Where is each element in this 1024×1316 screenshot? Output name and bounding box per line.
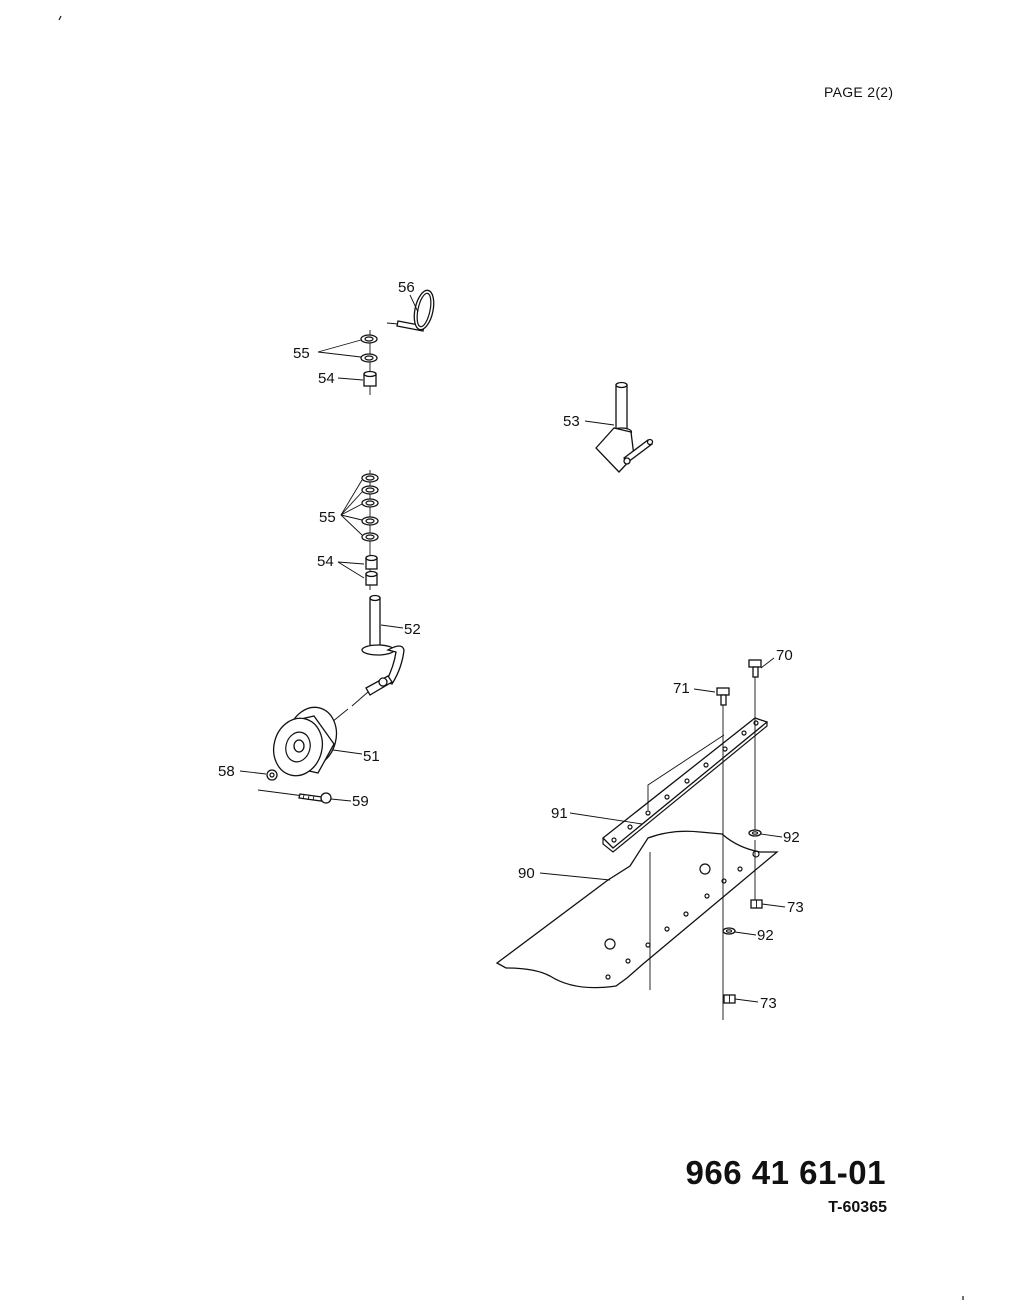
callout-55-upper: 55 — [293, 345, 310, 362]
callout-56: 56 — [398, 279, 415, 296]
callout-54-upper: 54 — [318, 370, 335, 387]
part-92-washer-upper — [748, 829, 762, 837]
part-70-bolt — [748, 659, 762, 678]
part-56-lynch-pin — [386, 289, 435, 332]
callout-53: 53 — [563, 413, 580, 430]
callout-73-upper: 73 — [787, 899, 804, 916]
callout-54-lower: 54 — [317, 553, 334, 570]
part-92-washer-lower — [722, 927, 736, 935]
part-54-bushings-lower — [365, 554, 378, 586]
part-90-blade-plate — [495, 830, 779, 989]
part-73-nut-lower — [723, 994, 736, 1004]
callout-70: 70 — [776, 647, 793, 664]
part-73-nut-upper — [750, 899, 763, 909]
corner-mark-top — [58, 15, 62, 21]
part-55-washers-lower — [361, 473, 379, 542]
part-54-bushing-upper — [363, 370, 377, 387]
callout-59: 59 — [352, 793, 369, 810]
part-51-wheel — [272, 706, 338, 777]
callout-90: 90 — [518, 865, 535, 882]
part-52-wheel-fork — [351, 594, 405, 707]
page-label: PAGE 2(2) — [824, 84, 894, 100]
callout-55-lower: 55 — [319, 509, 336, 526]
callout-91: 91 — [551, 805, 568, 822]
part-number: 966 41 61-01 — [685, 1154, 886, 1191]
part-55-washers-upper — [360, 334, 378, 363]
part-53-pivot-arm — [595, 381, 654, 473]
callout-92-upper: 92 — [783, 829, 800, 846]
callout-71: 71 — [673, 680, 690, 697]
part-71-bolt — [716, 687, 730, 706]
part-91-bar — [602, 717, 769, 853]
drawing-code: T-60365 — [828, 1199, 887, 1216]
part-58-washer — [266, 769, 278, 781]
callout-52: 52 — [404, 621, 421, 638]
callout-51: 51 — [363, 748, 380, 765]
callout-92-lower: 92 — [757, 927, 774, 944]
callout-73-lower: 73 — [760, 995, 777, 1012]
callout-58: 58 — [218, 763, 235, 780]
part-59-pin — [298, 792, 332, 804]
